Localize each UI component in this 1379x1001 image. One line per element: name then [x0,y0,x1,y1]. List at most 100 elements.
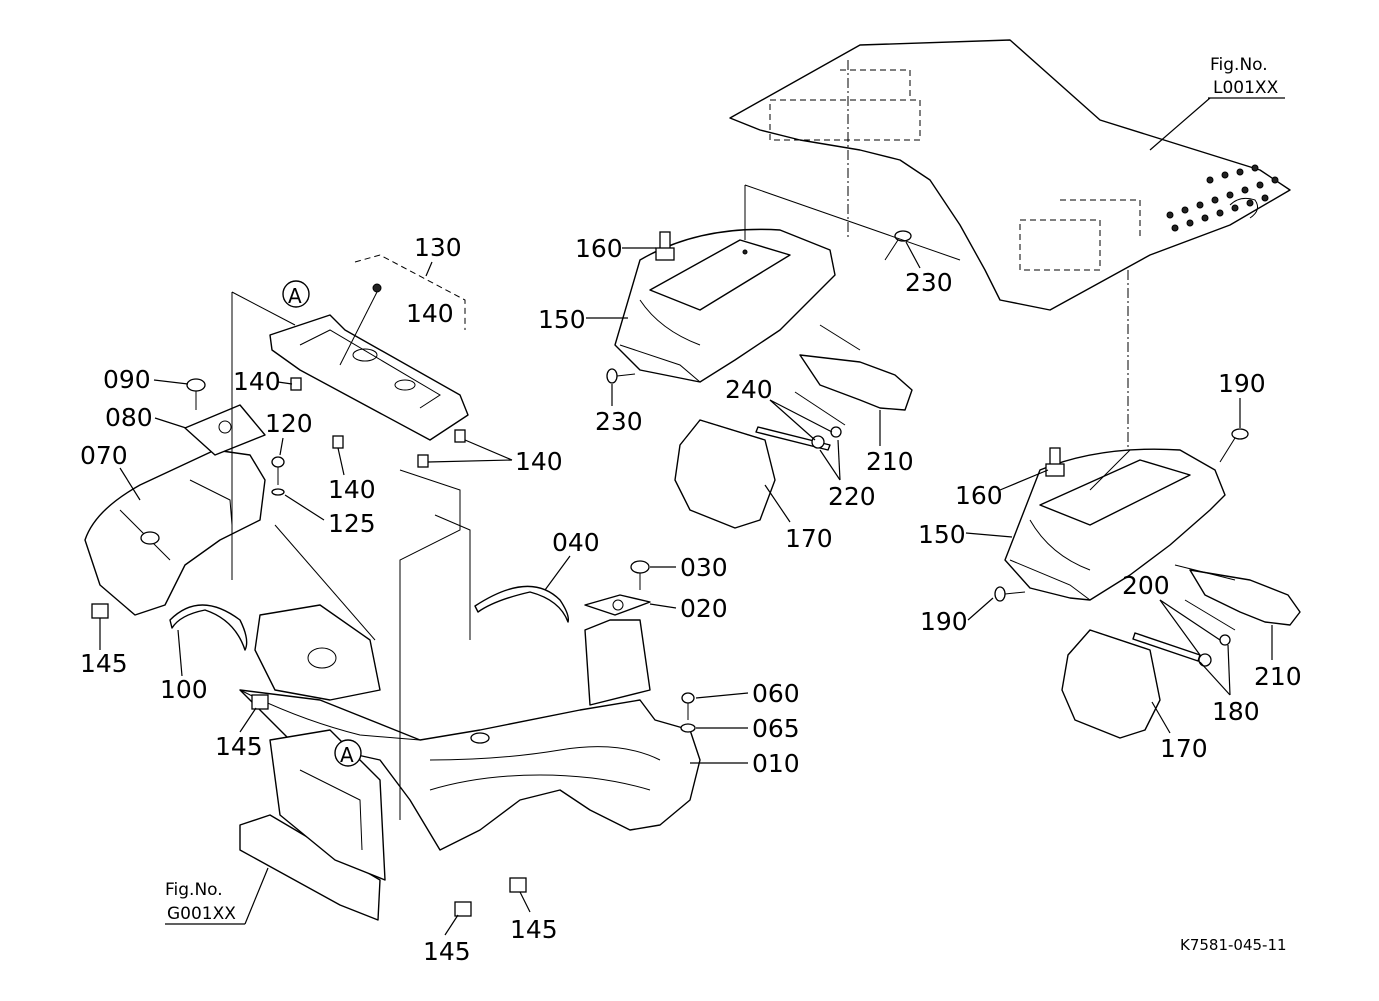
svg-text:140: 140 [233,367,281,396]
callout-230-b[interactable]: 230 [595,384,643,436]
svg-text:220: 220 [828,482,876,511]
callout-020[interactable]: 020 [649,594,728,623]
svg-text:145: 145 [423,937,471,966]
callout-090[interactable]: 090 [103,365,189,394]
fender-lower [1004,448,1226,601]
svg-text:170: 170 [1160,734,1208,763]
svg-text:020: 020 [680,594,728,623]
svg-text:210: 210 [1254,662,1302,691]
svg-text:140: 140 [328,475,376,504]
callout-150-b[interactable]: 150 [918,520,1013,549]
detail-marker-a-bottom: A [334,739,362,767]
callout-120[interactable]: 120 [265,409,313,456]
platform-tread-pattern [1166,164,1279,232]
platform-floor [729,39,1291,311]
svg-text:070: 070 [80,441,128,470]
svg-text:140: 140 [406,299,454,328]
fender-upper [614,228,836,383]
svg-text:160: 160 [955,481,1003,510]
svg-text:190: 190 [1218,369,1266,398]
callout-070[interactable]: 070 [80,441,141,501]
callout-125[interactable]: 125 [284,494,376,538]
svg-text:170: 170 [785,524,833,553]
trim-100 [169,604,248,651]
svg-text:120: 120 [265,409,313,438]
callout-140-b[interactable]: 140 [233,367,293,396]
bolt-145-set [91,603,527,917]
callout-160-b[interactable]: 160 [955,469,1049,510]
callout-170-a[interactable]: 170 [764,484,833,553]
fig-ref-l001xx[interactable]: Fig.No. L001XX [1208,55,1285,99]
callout-010[interactable]: 010 [690,749,800,778]
dash-cover [269,283,469,441]
callout-100[interactable]: 100 [160,629,208,704]
callout-240[interactable]: 240 [725,375,833,441]
bolt-160-lower [1045,447,1065,477]
svg-text:145: 145 [80,649,128,678]
callout-145-d[interactable]: 145 [510,891,558,944]
washer-065 [680,723,696,733]
bolt-030 [630,560,650,590]
step-frame [239,604,701,851]
callout-145-b[interactable]: 145 [215,707,263,761]
callout-060[interactable]: 060 [695,679,800,708]
callout-170-b[interactable]: 170 [1151,701,1208,763]
trim-040 [474,585,570,623]
callout-160-a[interactable]: 160 [575,234,656,263]
splash-guard-lower [1189,569,1301,626]
svg-text:100: 100 [160,675,208,704]
splash-guard-upper [799,354,913,411]
svg-text:125: 125 [328,509,376,538]
svg-text:180: 180 [1212,697,1260,726]
svg-text:145: 145 [510,915,558,944]
svg-text:230: 230 [905,268,953,297]
callout-180[interactable]: 180 [1199,644,1260,726]
diagram-code: K7581-045-11 [1180,936,1287,954]
callout-030[interactable]: 030 [650,553,728,582]
side-cover-left [84,449,266,616]
callout-140-d[interactable]: 140 [427,439,563,476]
svg-text:145: 145 [215,732,263,761]
callout-210-b[interactable]: 210 [1254,625,1302,691]
callout-145-a[interactable]: 145 [80,618,128,678]
fig-ref-code: G001XX [167,904,236,924]
bracket-upper [755,391,846,451]
callout-080[interactable]: 080 [105,403,187,432]
svg-text:040: 040 [552,528,600,557]
bolt-190-lower [994,586,1026,602]
svg-text:150: 150 [538,305,586,334]
svg-text:160: 160 [575,234,623,263]
svg-text:200: 200 [1122,571,1170,600]
svg-text:230: 230 [595,407,643,436]
callout-190-b[interactable]: 190 [920,597,994,636]
callout-200[interactable]: 200 [1122,571,1221,656]
callout-140-a[interactable]: 140 [406,299,454,328]
svg-text:090: 090 [103,365,151,394]
svg-text:060: 060 [752,679,800,708]
callout-140-c[interactable]: 140 [328,447,376,504]
svg-text:080: 080 [105,403,153,432]
svg-text:240: 240 [725,375,773,404]
callout-220[interactable]: 220 [819,439,876,511]
svg-text:210: 210 [866,447,914,476]
callout-065[interactable]: 065 [696,714,800,743]
callout-190-a[interactable]: 190 [1218,369,1266,428]
svg-text:030: 030 [680,553,728,582]
mudflap-lower [1061,629,1161,739]
callout-150-a[interactable]: 150 [538,305,628,334]
detail-marker-a-top: A [282,280,310,308]
callout-130[interactable]: 130 [414,233,462,277]
fig-ref-g001xx[interactable]: Fig.No. G001XX [165,867,269,925]
fig-ref-prefix: Fig.No. [1210,55,1268,75]
svg-text:150: 150 [918,520,966,549]
bolt-060 [681,692,695,720]
callout-040[interactable]: 040 [544,528,600,591]
bracket-080 [184,404,266,456]
callout-230-a[interactable]: 230 [905,241,953,297]
callout-210-a[interactable]: 210 [866,410,914,476]
svg-text:010: 010 [752,749,800,778]
callout-145-c[interactable]: 145 [423,914,471,966]
fig-ref-prefix: Fig.No. [165,880,223,900]
svg-text:130: 130 [414,233,462,262]
